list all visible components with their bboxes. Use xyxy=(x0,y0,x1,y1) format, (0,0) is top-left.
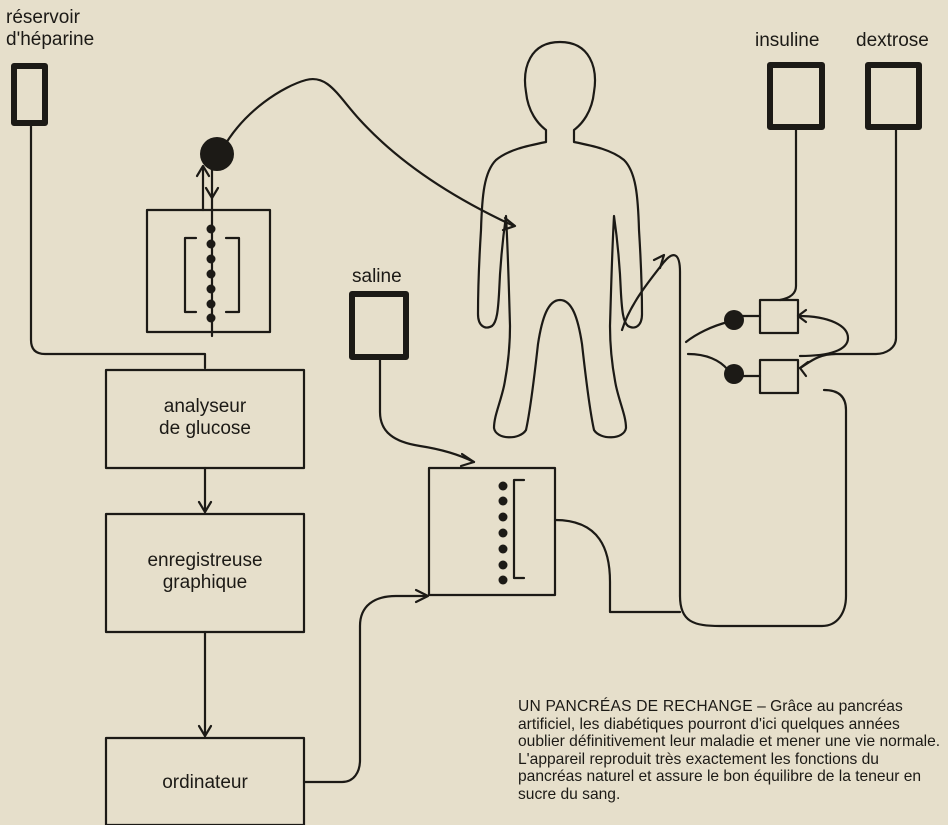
dextrose-box xyxy=(865,62,922,130)
graphic-recorder-label: enregistreuse graphique xyxy=(106,550,304,594)
arrow-computer-out xyxy=(414,588,430,604)
blood-pump-circle xyxy=(200,137,234,171)
saline-label: saline xyxy=(352,266,402,287)
tube-heparin-to-analyzer xyxy=(29,124,207,370)
tube-saline-junction-back xyxy=(553,518,682,614)
graphic-recorder-label-line1: enregistreuse xyxy=(147,550,263,571)
arrow-into-patient xyxy=(501,216,517,232)
glucose-analyzer-label: analyseur de glucose xyxy=(106,396,304,440)
insulin-box xyxy=(767,62,825,130)
dextrose-pump-box xyxy=(758,358,800,395)
graphic-recorder-label-line2: graphique xyxy=(162,572,248,593)
arrow-down-dialyzer xyxy=(204,186,220,200)
tube-insulin-junction-to-line xyxy=(684,320,730,344)
heparin-reservoir-label-line2: d'héparine xyxy=(6,29,95,50)
saline-box xyxy=(349,291,409,360)
computer-label: ordinateur xyxy=(162,772,248,793)
arrow-analyzer-to-recorder xyxy=(197,500,213,514)
dextrose-junction-dot xyxy=(724,364,744,384)
heparin-reservoir-box xyxy=(11,63,48,126)
heparin-dialyzer-dots xyxy=(206,224,216,323)
heparin-reservoir-label: réservoir d'héparine xyxy=(6,7,94,51)
arrow-insulin-pump xyxy=(796,308,808,324)
arrow-saline-in xyxy=(459,452,476,468)
tube-patient-to-junctions xyxy=(620,254,682,598)
patient-body-outline xyxy=(476,40,644,439)
glucose-analyzer-label-line1: analyseur xyxy=(163,396,247,417)
saline-dialyzer-dots xyxy=(498,481,508,585)
arrow-to-patient-hand xyxy=(652,253,666,270)
heparin-reservoir-label-line1: réservoir xyxy=(6,7,80,28)
insulin-junction-dot xyxy=(724,310,744,330)
tube-computer-to-system xyxy=(302,594,428,784)
heparin-dialyzer-brackets xyxy=(183,236,241,314)
insulin-pump-box xyxy=(758,298,800,335)
caption-title: UN PANCRÉAS DE RECHANGE xyxy=(518,698,753,715)
insulin-label: insuline xyxy=(755,30,820,51)
caption-text: Grâce au pancréas artificiel, les diabét… xyxy=(518,698,941,803)
arrow-up-pump xyxy=(195,164,211,178)
glucose-analyzer-label-line2: de glucose xyxy=(159,418,251,439)
tube-pump-to-patient xyxy=(220,77,516,228)
arrow-recorder-to-computer xyxy=(197,724,213,738)
tube-insulin-to-pump xyxy=(778,125,798,302)
tube-saline-to-dialyzer xyxy=(378,355,476,464)
heparin-dialyzer-box xyxy=(145,208,272,334)
saline-dialyzer-bracket xyxy=(512,478,526,580)
tube-pump-loop-insulin xyxy=(796,314,850,358)
dextrose-label: dextrose xyxy=(856,30,929,51)
saline-dialyzer-box xyxy=(427,466,557,597)
figure-caption: UN PANCRÉAS DE RECHANGE – Grâce au pancr… xyxy=(518,698,943,803)
tube-right-loop xyxy=(678,388,848,628)
caption-separator: – xyxy=(752,698,771,715)
tube-dextrose-to-pump xyxy=(798,125,898,370)
arrow-dextrose-pump xyxy=(798,360,810,378)
tube-dextrose-junction-to-line xyxy=(686,352,730,372)
